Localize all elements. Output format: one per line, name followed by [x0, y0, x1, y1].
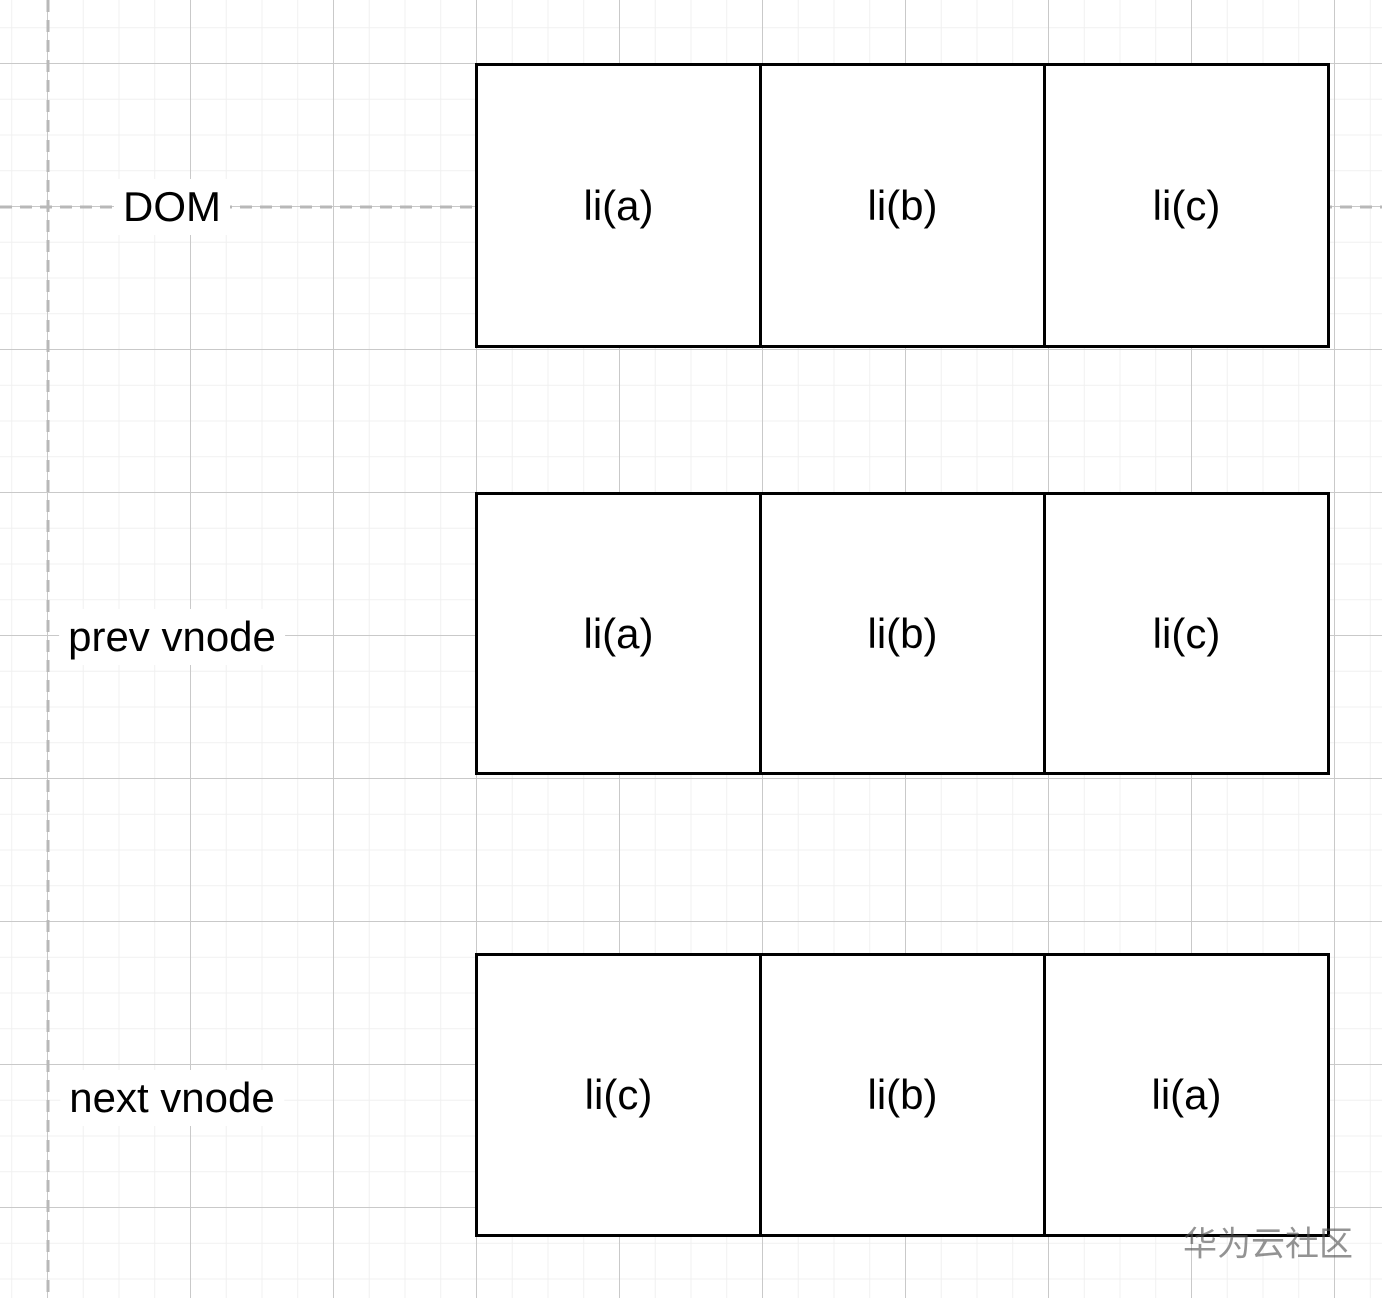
prev-vnode-box: li(a) [583, 609, 654, 657]
row-label-dom: DOM [114, 179, 230, 235]
prev-vnode-box: li(b) [759, 495, 1043, 772]
prev-vnode-box: li(c) [1043, 495, 1327, 772]
dom-node-box: li(a) [583, 181, 654, 229]
dom-node-row: li(a) li(b) li(c) [475, 63, 1330, 348]
next-vnode-row: li(c) li(b) li(a) [475, 953, 1330, 1237]
next-vnode-box: li(a) [1043, 956, 1327, 1234]
next-vnode-box: li(c) [584, 1071, 653, 1118]
dom-node-box: li(c) [1043, 66, 1327, 345]
dom-node-box: li(b) [759, 66, 1043, 345]
prev-vnode-row: li(a) li(b) li(c) [475, 492, 1330, 775]
row-label-prev-vnode: prev vnode [59, 609, 285, 665]
next-vnode-box: li(b) [759, 956, 1043, 1234]
row-label-next-vnode: next vnode [60, 1070, 284, 1126]
huawei-cloud-watermark: 华为云社区 [1183, 1225, 1353, 1264]
